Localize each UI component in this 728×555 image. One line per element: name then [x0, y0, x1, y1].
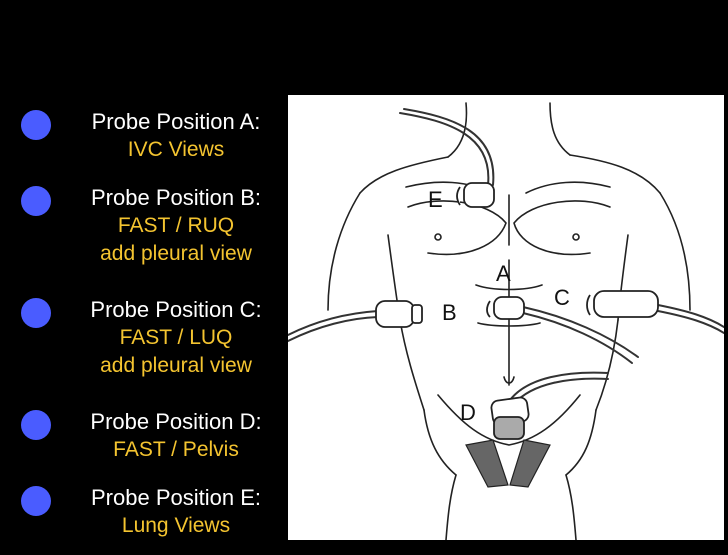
- torso-diagram: E B A C D: [288, 95, 724, 540]
- bullet-icon: [21, 186, 51, 216]
- legend-title: Probe Position E:: [62, 484, 290, 512]
- legend-text: Probe Position E: Lung Views: [62, 484, 290, 540]
- legend-text: Probe Position B: FAST / RUQ add pleural…: [62, 184, 290, 268]
- label-c: C: [554, 285, 570, 310]
- legend-text: Probe Position A: IVC Views: [62, 108, 290, 164]
- legend-subtitle: FAST / Pelvis: [62, 436, 290, 464]
- probe-cables: [288, 109, 724, 404]
- legend-subtitle: FAST / RUQ: [62, 212, 290, 240]
- label-d: D: [460, 400, 476, 425]
- legend-text: Probe Position D: FAST / Pelvis: [62, 408, 290, 464]
- bullet-icon: [21, 110, 51, 140]
- legend-title: Probe Position A:: [62, 108, 290, 136]
- legend-subtitle: FAST / LUQ: [62, 324, 290, 352]
- legend-title: Probe Position B:: [62, 184, 290, 212]
- legend-text: Probe Position C: FAST / LUQ add pleural…: [62, 296, 290, 380]
- probe-e-icon: [457, 183, 494, 207]
- bullet-icon: [21, 486, 51, 516]
- bullet-icon: [21, 410, 51, 440]
- label-b: B: [442, 300, 457, 325]
- pelvis-shading: [466, 440, 508, 487]
- torso-diagram-panel: E B A C D: [288, 95, 724, 540]
- legend-subtitle: add pleural view: [62, 240, 290, 268]
- legend-title: Probe Position D:: [62, 408, 290, 436]
- bullet-icon: [21, 298, 51, 328]
- label-a: A: [496, 261, 511, 286]
- pelvis-shading: [510, 440, 550, 487]
- legend-subtitle: add pleural view: [62, 352, 290, 380]
- legend-subtitle: IVC Views: [62, 136, 290, 164]
- probe-c-icon: [587, 291, 658, 317]
- label-e: E: [428, 187, 443, 212]
- probe-a-icon: [487, 297, 524, 319]
- probe-b-icon: [376, 301, 422, 327]
- probe-d-icon: [491, 397, 530, 439]
- legend-title: Probe Position C:: [62, 296, 290, 324]
- legend-subtitle: Lung Views: [62, 512, 290, 540]
- probes: [376, 183, 658, 439]
